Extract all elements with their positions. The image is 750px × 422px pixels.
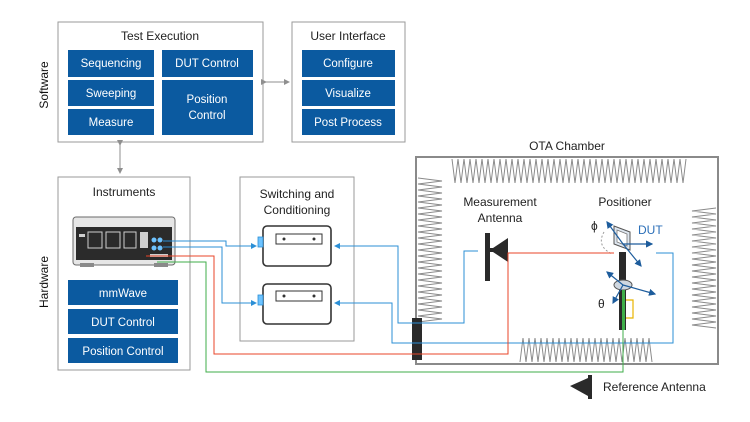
configure-block	[302, 50, 395, 77]
dut-control-label: DUT Control	[175, 58, 239, 70]
test-execution-panel: Test Execution Sequencing DUT Control Sw…	[57, 21, 264, 143]
ota-chamber: OTA Chamber Measurement Antenna Position…	[415, 139, 719, 365]
positioner-icon	[600, 221, 657, 330]
switching-title-line1: Switching and	[260, 187, 335, 201]
test-execution-title: Test Execution	[121, 29, 199, 43]
sweeping-block	[68, 80, 154, 106]
switch-module-lower	[257, 283, 332, 325]
position-control-block	[162, 80, 253, 135]
blue-path-dut-to-switch-lower	[334, 252, 674, 344]
measurement-antenna-label-line1: Measurement	[463, 195, 537, 209]
software-label: Software	[37, 61, 51, 109]
configure-label: Configure	[323, 58, 373, 70]
blue-path-instrument-to-switch-lower	[163, 246, 257, 306]
instrument-dut-control-label: DUT Control	[91, 317, 155, 329]
instruments-panel: Instruments mmWave DUT Control Position …	[57, 176, 191, 371]
ota-chamber-title: OTA Chamber	[529, 139, 605, 153]
instrument-position-control-label: Position Control	[82, 346, 163, 358]
green-path-position-control	[157, 261, 624, 373]
dut-control-block	[162, 50, 253, 77]
dut-label: DUT	[638, 223, 663, 237]
switch-module-upper	[257, 225, 332, 267]
reference-antenna-legend: Reference Antenna	[570, 375, 706, 399]
instruments-title: Instruments	[93, 185, 156, 199]
phi-symbol: ϕ	[591, 219, 598, 233]
sequencing-block	[68, 50, 154, 77]
mmwave-label: mmWave	[99, 288, 147, 300]
absorber-right	[691, 207, 717, 329]
red-path-dut-control	[146, 252, 614, 355]
sequencing-label: Sequencing	[81, 58, 142, 70]
visualize-label: Visualize	[325, 88, 371, 100]
switching-title-line2: Conditioning	[264, 203, 331, 217]
post-process-label: Post Process	[314, 117, 382, 129]
sweeping-label: Sweeping	[86, 88, 137, 100]
instrument-chassis-icon	[72, 216, 176, 267]
measure-block	[68, 109, 154, 135]
theta-symbol: θ	[598, 297, 605, 311]
reference-antenna-label: Reference Antenna	[603, 380, 706, 394]
visualize-block	[302, 80, 395, 106]
mmwave-block	[68, 280, 178, 305]
absorber-bottom	[519, 337, 653, 363]
user-interface-panel: User Interface Configure Visualize Post …	[291, 21, 406, 143]
blue-path-antenna-to-switch-upper	[334, 243, 478, 324]
positioner-label: Positioner	[598, 195, 651, 209]
instrument-dut-control-block	[68, 309, 178, 334]
chamber-feedthrough	[412, 318, 422, 360]
signal-paths	[146, 240, 674, 373]
measure-label: Measure	[89, 117, 134, 129]
position-control-label-line1: Position	[187, 94, 228, 106]
switching-conditioning-panel: Switching and Conditioning	[239, 176, 355, 342]
absorber-top	[451, 158, 687, 184]
user-interface-title: User Interface	[310, 29, 386, 43]
absorber-left	[417, 177, 443, 323]
hardware-label: Hardware	[37, 256, 51, 308]
post-process-block	[302, 109, 395, 135]
blue-path-instrument-to-switch-upper	[163, 240, 257, 249]
measurement-antenna-icon	[485, 233, 508, 281]
position-control-label-line2: Control	[188, 110, 225, 122]
measurement-antenna-label-line2: Antenna	[478, 211, 523, 225]
instrument-position-control-block	[68, 338, 178, 363]
